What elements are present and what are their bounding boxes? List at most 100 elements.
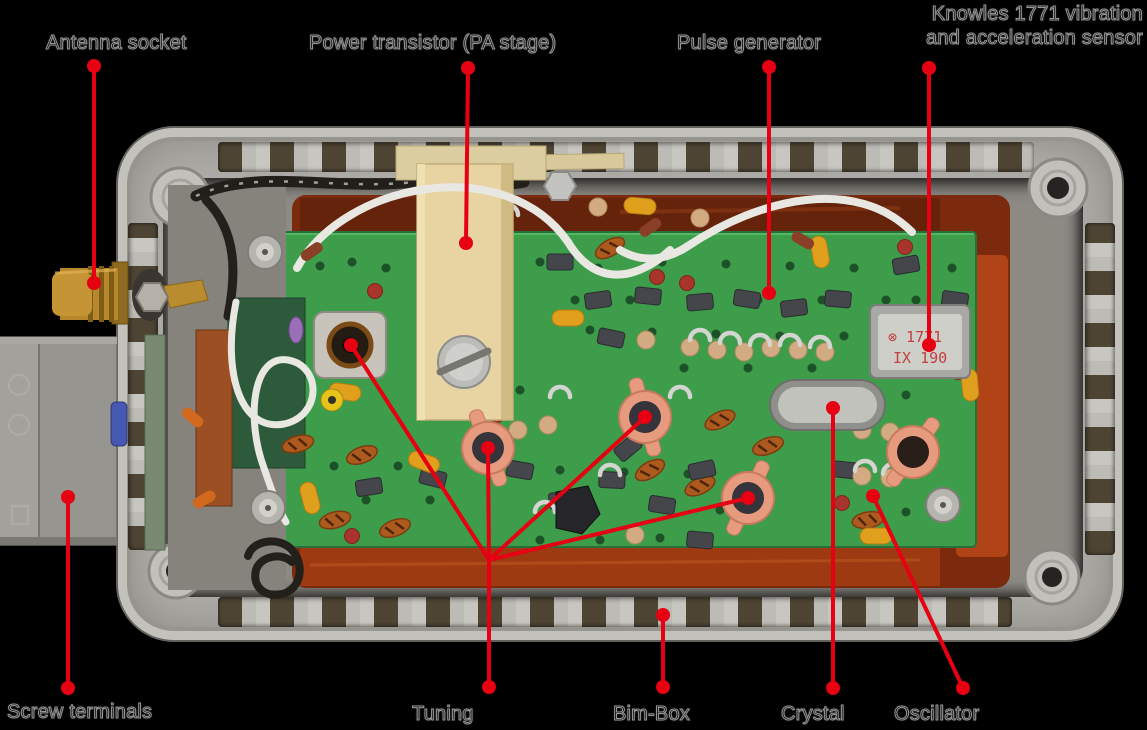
silver-wire-loop [747, 332, 773, 348]
copper-coil [378, 517, 412, 539]
tan-bead [636, 330, 656, 350]
copper-coil [751, 435, 785, 457]
copper-coil [345, 444, 379, 466]
silver-wire-loop [597, 462, 623, 478]
pcb-hole [785, 261, 795, 271]
pcb-hole [361, 495, 371, 505]
transistor [779, 298, 809, 318]
pcb-screw [247, 234, 283, 270]
black-blob-component [555, 485, 601, 535]
label-knowles-line1: Knowles 1771 vibration [931, 3, 1143, 26]
label-knowles-line2: and acceleration sensor [926, 27, 1144, 50]
callout-tuning [344, 338, 755, 694]
white-wire [293, 183, 674, 279]
pcb-hole [901, 390, 911, 400]
callout-lines [61, 59, 970, 695]
transistor [687, 459, 717, 481]
red-bead [834, 495, 850, 511]
emboss-mark [8, 374, 30, 396]
label-screw-terminals: Screw terminals [6, 701, 153, 724]
transistor [354, 476, 384, 498]
label-crystal: Crystal [781, 703, 845, 726]
transistor [647, 494, 677, 516]
pcb-hole [555, 465, 565, 475]
pcb-hole [595, 535, 605, 545]
tan-bead [588, 197, 608, 217]
label-antenna-socket: Antenna socket [46, 32, 187, 55]
vibration-sensor: ⊗ 1771 IX 190 [869, 304, 971, 379]
transistor [686, 530, 714, 550]
silver-wire-loop [852, 458, 878, 474]
feedthrough-strip [144, 334, 166, 551]
tan-beads [508, 197, 900, 545]
red-bead [367, 283, 383, 299]
trimmer-capacitor [886, 417, 940, 487]
tan-bead [852, 466, 872, 486]
copper-coil [704, 409, 736, 431]
pcb-hole [711, 329, 721, 339]
transistor [686, 292, 714, 312]
tan-bead [761, 338, 781, 358]
transistor [546, 253, 574, 271]
terminal-block [0, 336, 128, 546]
copper-coil [594, 236, 626, 260]
coiled-black-wire [244, 537, 304, 599]
solder-lug [163, 279, 209, 309]
pcb-hole [347, 257, 357, 267]
transistor [891, 254, 921, 276]
tan-bead [734, 342, 754, 362]
enclosure-rim-castellations-right [1085, 223, 1115, 555]
sensor-marking-line2: IX 190 [893, 349, 947, 367]
screw-slot [436, 347, 492, 376]
silver-wire-loop [667, 384, 693, 400]
pcb-screw [925, 487, 961, 523]
copper-coil [318, 510, 352, 530]
emboss-mark [10, 504, 30, 526]
pcb-hole [570, 295, 580, 305]
yellow-capacitor [551, 309, 585, 327]
white-wires [293, 183, 916, 279]
label-bim-box: Bim-Box [613, 703, 691, 726]
pcb-hole [807, 363, 817, 373]
purple-diode [288, 316, 304, 344]
tan-bead [707, 340, 727, 360]
braided-wire [201, 195, 238, 321]
pcb-hole [721, 259, 731, 269]
pcb-hole [315, 261, 325, 271]
pcb-hole [625, 295, 635, 305]
red-bead [649, 269, 665, 285]
pcb-hole [743, 363, 753, 373]
silver-wire-loop [777, 332, 803, 348]
silver-wire-loop [547, 384, 573, 400]
silver-wire-loop [532, 499, 558, 515]
yellow-capacitor [623, 196, 657, 216]
pcb-holes [315, 257, 957, 545]
wire-sleeve [300, 242, 323, 262]
tan-bead [625, 525, 645, 545]
pcb-hole [535, 257, 545, 267]
pcb-hole [381, 263, 391, 273]
transistor [596, 327, 626, 349]
pcb-screw [250, 490, 286, 526]
pcb-hole [515, 385, 525, 395]
copper-coil [634, 458, 666, 482]
transistor [583, 290, 613, 310]
tan-bead [690, 208, 710, 228]
transistor [634, 286, 662, 306]
pcb-hole [585, 325, 595, 335]
copper-coil [684, 475, 716, 497]
label-knowles-sensor: Knowles 1771 vibration and acceleration … [926, 2, 1144, 50]
wire-sleeve [639, 217, 662, 237]
screw-boss [1023, 548, 1081, 606]
label-pulse-generator: Pulse generator [676, 32, 822, 55]
tan-bead [538, 415, 558, 435]
hex-nut [542, 171, 578, 201]
transistor [505, 459, 535, 481]
orange-sleeve [181, 407, 204, 428]
transistor [824, 289, 852, 309]
pcb-hole [393, 461, 403, 471]
socket-nut [134, 282, 170, 312]
tan-bead [508, 420, 528, 440]
pcb-hole [425, 495, 435, 505]
